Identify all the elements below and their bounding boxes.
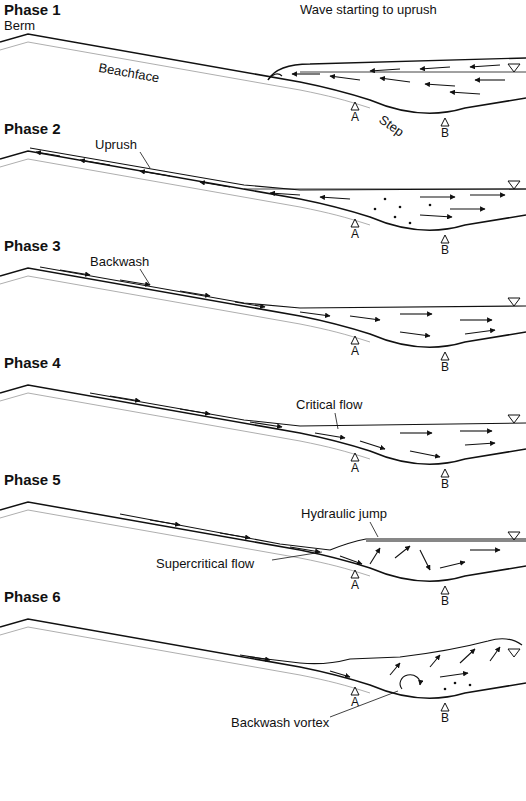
station-marker: A bbox=[351, 345, 359, 358]
annotation: Backwash bbox=[90, 254, 149, 269]
phase-title: Phase 5 bbox=[4, 472, 61, 488]
phase-title: Phase 3 bbox=[4, 238, 61, 254]
station-marker: B bbox=[441, 127, 449, 140]
part-name: Step bbox=[376, 112, 407, 140]
phase-title: Phase 4 bbox=[4, 355, 61, 371]
station-marker: A bbox=[351, 228, 359, 241]
annotation: Hydraulic jump bbox=[300, 506, 388, 521]
phase-title: Phase 1 bbox=[4, 2, 61, 18]
annotation: Backwash vortex bbox=[230, 715, 330, 730]
part-name: Berm bbox=[4, 18, 35, 33]
station-marker: B bbox=[441, 712, 449, 725]
station-marker: A bbox=[351, 579, 359, 592]
annotation: Supercritical flow bbox=[155, 556, 255, 571]
annotation: Critical flow bbox=[295, 397, 363, 412]
station-marker: B bbox=[441, 595, 449, 608]
phase-title: Phase 6 bbox=[4, 589, 61, 605]
station-marker: B bbox=[441, 244, 449, 257]
annotation: Wave starting to uprush bbox=[300, 2, 437, 17]
station-marker: A bbox=[351, 696, 359, 709]
station-marker: B bbox=[441, 478, 449, 491]
phase-title: Phase 2 bbox=[4, 121, 61, 137]
station-marker: A bbox=[351, 462, 359, 475]
station-marker: A bbox=[351, 111, 359, 124]
station-marker: B bbox=[441, 361, 449, 374]
annotation: Uprush bbox=[95, 137, 137, 152]
